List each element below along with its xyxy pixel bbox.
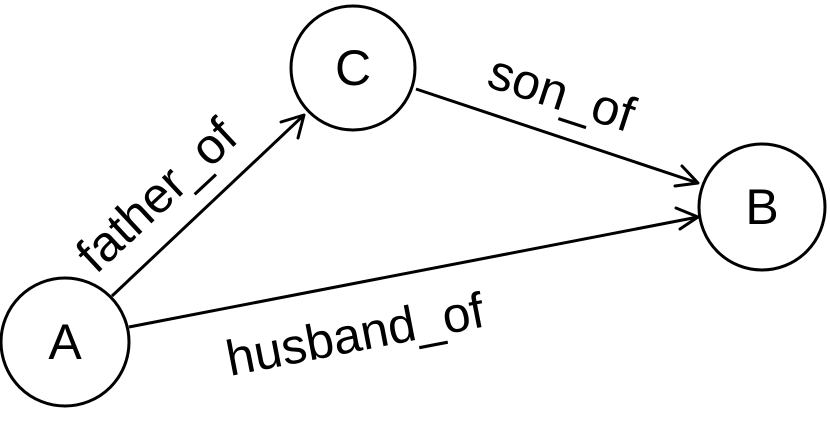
edge-father-of [110,113,306,298]
edge-husband-of [128,206,700,329]
node-b-label: B [745,179,778,235]
edge-husband-of-arrowhead [674,206,700,231]
edge-husband-of-line [128,215,699,329]
node-c-circle [289,4,417,132]
node-b: B [697,142,827,272]
edge-father-of-line [110,113,306,298]
edge-label-son-of: son_of [482,43,642,143]
node-b-circle [697,142,827,272]
edge-father-of-arrowhead [279,113,306,140]
edge-son-of-arrowhead [673,164,700,188]
node-c: C [289,4,417,132]
edge-label-husband-of: husband_of [221,282,488,387]
edge-son-of-line [415,87,699,185]
node-a-label: A [48,314,82,370]
node-c-label: C [335,40,371,96]
node-a-circle [0,276,131,408]
edge-son-of [415,87,700,188]
node-a: A [0,276,131,408]
